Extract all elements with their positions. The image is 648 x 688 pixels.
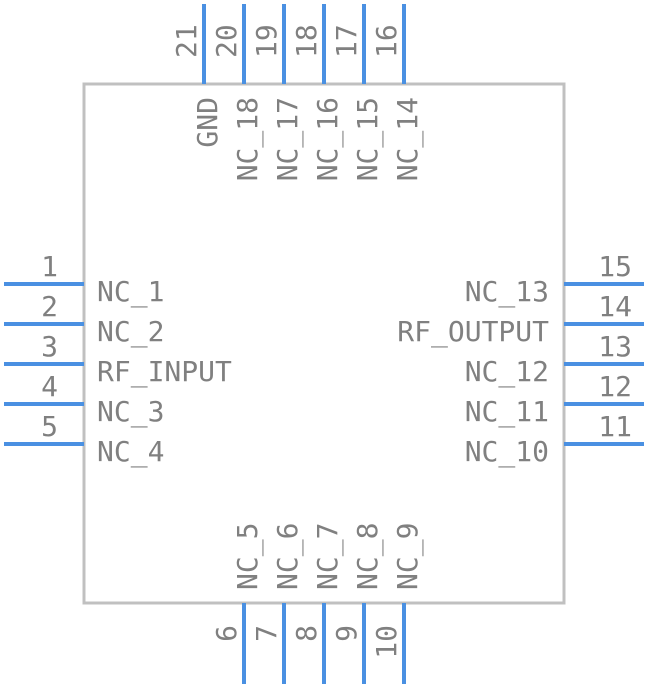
- pin-name-nc-4: NC_4: [97, 435, 164, 469]
- pin-number-5: 5: [41, 410, 58, 443]
- pin-name-nc-15: NC_15: [351, 97, 385, 181]
- pin-number-9: 9: [330, 625, 363, 642]
- pin-name-nc-10: NC_10: [465, 435, 549, 469]
- pin-name-nc-17: NC_17: [271, 97, 305, 181]
- pin-number-1: 1: [41, 250, 58, 283]
- pin-name-nc-11: NC_11: [465, 395, 549, 429]
- pin-name-nc-13: NC_13: [465, 275, 549, 309]
- pin-number-12: 12: [598, 370, 632, 403]
- pin-name-nc-18: NC_18: [231, 97, 265, 181]
- pin-number-4: 4: [41, 370, 58, 403]
- pin-number-15: 15: [598, 250, 632, 283]
- pin-name-nc-7: NC_7: [311, 523, 345, 590]
- pin-number-10: 10: [370, 625, 403, 659]
- pin-number-2: 2: [41, 290, 58, 323]
- pin-name-nc-8: NC_8: [351, 523, 385, 590]
- pin-number-3: 3: [41, 330, 58, 363]
- pin-number-6: 6: [210, 625, 243, 642]
- pin-number-14: 14: [598, 290, 632, 323]
- pin-number-21: 21: [170, 24, 203, 58]
- pin-number-13: 13: [598, 330, 632, 363]
- pin-name-nc-2: NC_2: [97, 315, 164, 349]
- pin-name-nc-3: NC_3: [97, 395, 164, 429]
- pin-name-nc-6: NC_6: [271, 523, 305, 590]
- pin-number-20: 20: [210, 24, 243, 58]
- pin-number-17: 17: [330, 24, 363, 58]
- pin-number-7: 7: [250, 625, 283, 642]
- pin-number-16: 16: [370, 24, 403, 58]
- pin-number-18: 18: [290, 24, 323, 58]
- pin-name-rf-output: RF_OUTPUT: [397, 315, 549, 349]
- pin-name-nc-5: NC_5: [231, 523, 265, 590]
- pin-number-19: 19: [250, 24, 283, 58]
- pin-name-nc-14: NC_14: [391, 97, 425, 181]
- pin-name-gnd: GND: [191, 97, 224, 148]
- pin-name-rf-input: RF_INPUT: [97, 355, 232, 389]
- pin-name-nc-16: NC_16: [311, 97, 345, 181]
- pin-name-nc-12: NC_12: [465, 355, 549, 389]
- pin-number-8: 8: [290, 625, 323, 642]
- pin-name-nc-9: NC_9: [391, 523, 425, 590]
- pin-number-11: 11: [598, 410, 632, 443]
- pin-name-nc-1: NC_1: [97, 275, 164, 309]
